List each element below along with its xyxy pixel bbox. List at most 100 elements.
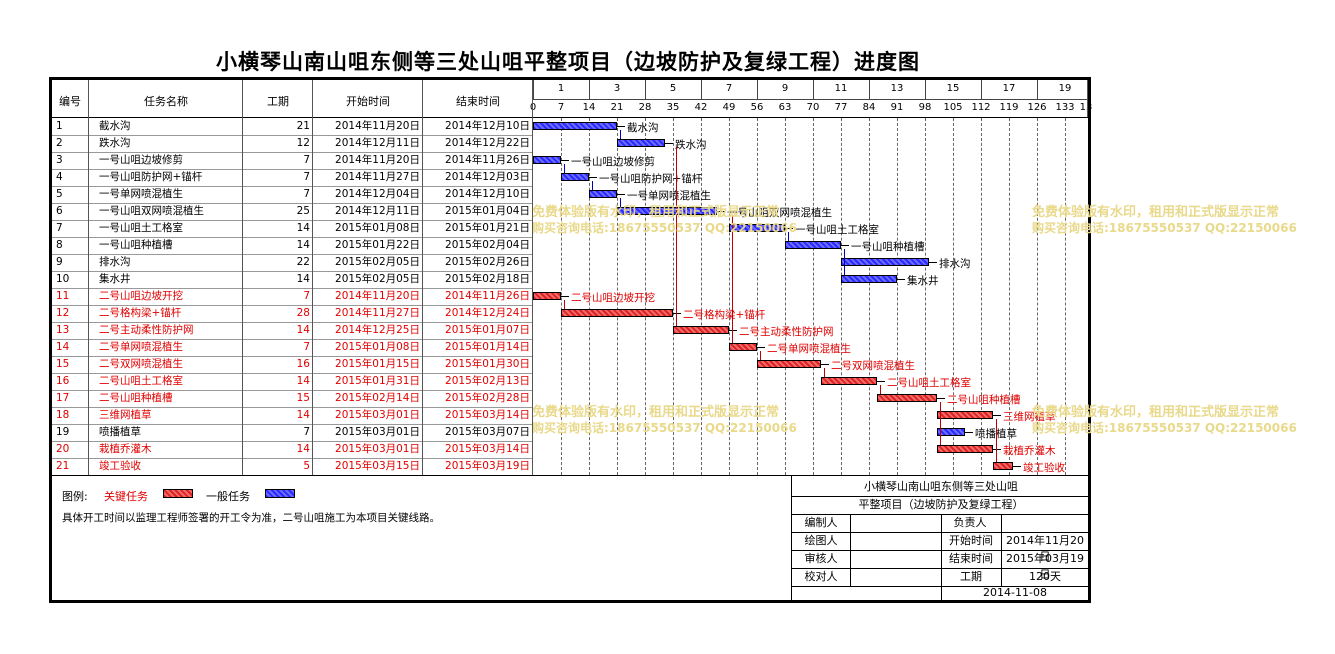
timescale-mid-line [532,99,1088,100]
dependency-arrow [996,419,997,462]
day-tick-label: 13 [1079,102,1093,113]
day-tick-label: 0 [529,102,537,113]
task-name: 二号山咀边坡开挖 [99,290,183,302]
info-title-1: 小横琴山南山咀东侧等三处山咀 [864,480,1018,493]
row-line [52,271,532,272]
task-end: 2014年12月10日 [445,188,530,200]
task-duration: 16 [296,358,310,370]
task-bar-label: 一号山咀防护网+锚杆 [599,173,703,185]
bar-label-connector [561,160,569,161]
day-tick-label: 91 [890,102,904,113]
task-num: 16 [56,375,70,387]
task-end: 2014年12月22日 [445,137,530,149]
bar-label-connector [993,415,1001,416]
week-divider [757,80,758,99]
task-duration: 14 [296,375,310,387]
task-num: 2 [56,137,63,149]
task-duration: 15 [296,392,310,404]
task-start: 2015年01月31日 [335,375,420,387]
task-start: 2015年02月05日 [335,256,420,268]
task-start: 2014年11月27日 [335,171,420,183]
day-tick-label: 119 [999,102,1019,113]
info-row-line [791,532,1088,533]
task-bar [937,445,993,453]
task-start: 2015年03月01日 [335,443,420,455]
task-bar [533,156,561,164]
dependency-arrow [788,232,789,241]
column-separator [532,80,533,475]
info-row-line [791,550,1088,551]
task-name: 竣工验收 [99,460,141,472]
task-start: 2014年12月11日 [335,205,420,217]
day-tick-label: 77 [834,102,848,113]
task-bar-label: 一号山咀土工格室 [795,224,879,236]
task-num: 12 [56,307,70,319]
row-line [52,288,532,289]
task-bar [785,241,841,249]
header-end: 结束时间 [456,95,500,108]
row-line [52,339,532,340]
task-bar-label: 一号山咀双网喷混植生 [727,207,832,219]
info-duration-label: 工期 [960,570,982,583]
grid-line [589,118,590,475]
dependency-arrow [564,300,565,309]
week-label: 5 [669,83,677,94]
task-name: 二号山咀种植槽 [99,392,173,404]
bar-label-connector [841,245,849,246]
bar-label-connector [729,330,737,331]
task-duration: 14 [296,222,310,234]
task-bar-label: 二号山咀土工格室 [887,377,971,389]
row-line [52,152,532,153]
task-end: 2014年11月26日 [445,154,530,166]
task-num: 1 [56,120,63,132]
day-tick-label: 21 [610,102,624,113]
task-start: 2014年11月20日 [335,290,420,302]
day-tick-label: 42 [694,102,708,113]
bar-label-connector [937,398,945,399]
bar-label-connector [965,432,973,433]
grid-line [925,118,926,475]
task-end: 2015年02月18日 [445,273,530,285]
column-separator [88,80,89,475]
task-duration: 7 [303,171,310,183]
week-divider [925,80,926,99]
dependency-arrow [676,147,677,326]
dependency-arrow [564,164,565,173]
task-name: 喷播植草 [99,426,141,438]
header-duration: 工期 [267,95,289,108]
row-line [52,186,532,187]
task-name: 排水沟 [99,256,131,268]
task-duration: 14 [296,273,310,285]
day-tick-label: 105 [943,102,963,113]
grid-line [645,118,646,475]
task-start: 2014年11月20日 [335,120,420,132]
week-label: 3 [613,83,621,94]
info-left-edge [791,475,792,602]
task-duration: 7 [303,341,310,353]
task-start: 2015年03月15日 [335,460,420,472]
grid-line [869,118,870,475]
day-tick-label: 70 [806,102,820,113]
legend-normal-swatch [265,489,295,498]
task-end: 2015年01月21日 [445,222,530,234]
day-tick-label: 49 [722,102,736,113]
header-num: 编号 [59,95,81,108]
task-end: 2015年01月14日 [445,341,530,353]
info-col-2 [941,514,942,602]
week-divider [1037,80,1038,99]
row-line [52,135,532,136]
bar-label-connector [589,177,597,178]
task-duration: 14 [296,324,310,336]
task-duration: 21 [296,120,310,132]
task-bar [561,309,673,317]
watermark-line2-b: 购买咨询电话:18675550537 QQ:22150066 [1032,221,1297,235]
row-line [52,424,532,425]
watermark-line1-b: 免费体验版有水印，租用和正式版显示正常 [1032,205,1280,220]
task-bar-label: 二号单网喷混植生 [767,343,851,355]
week-label: 15 [946,83,960,94]
task-bar-label: 排水沟 [939,258,971,270]
task-bar [877,394,937,402]
task-end: 2014年12月03日 [445,171,530,183]
bar-label-connector [561,296,569,297]
watermark-line1-a: 免费体验版有水印，租用和正式版显示正常 [532,205,780,220]
